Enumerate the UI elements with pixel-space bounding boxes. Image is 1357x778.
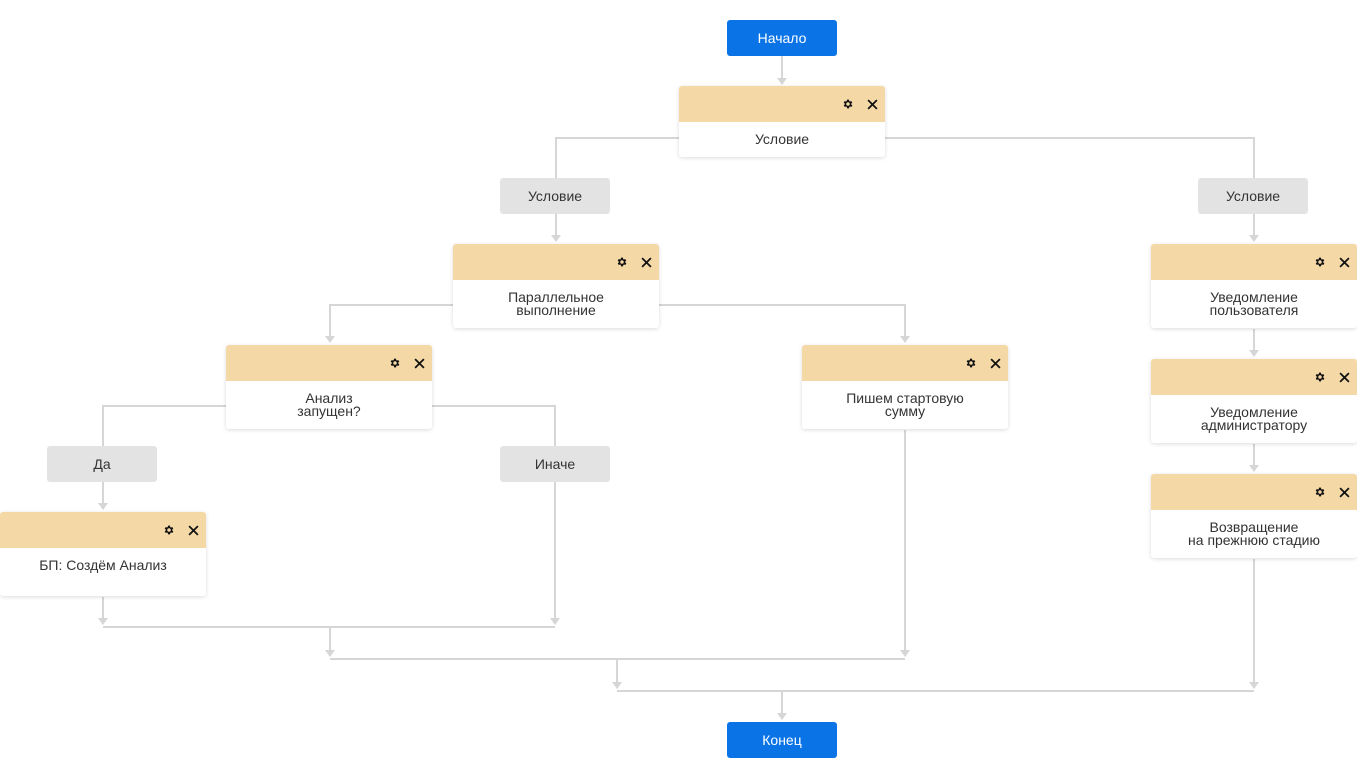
gear-icon[interactable] (964, 356, 978, 370)
block-header (802, 345, 1008, 381)
close-icon[interactable] (186, 523, 200, 537)
block-label: Уведомление администратору (1200, 404, 1308, 433)
block-header (226, 345, 432, 381)
workflow-block-start-sum[interactable]: Пишем стартовую сумму (802, 345, 1008, 429)
branch-label-else[interactable]: Иначе (500, 446, 610, 482)
branch-label-yes[interactable]: Да (47, 446, 157, 482)
block-label: Возвращение на прежнюю стадию (1188, 519, 1320, 548)
close-icon[interactable] (412, 356, 426, 370)
block-header (0, 512, 206, 548)
block-header (1151, 359, 1357, 395)
gear-icon[interactable] (162, 523, 176, 537)
block-label: Пишем стартовую сумму (846, 390, 964, 419)
block-header (1151, 244, 1357, 280)
workflow-block-notify-user[interactable]: Уведомление пользователя (1151, 244, 1357, 328)
block-header (1151, 474, 1357, 510)
close-icon[interactable] (1337, 485, 1351, 499)
close-icon[interactable] (865, 97, 879, 111)
branch-label-left-condition[interactable]: Условие (500, 178, 610, 214)
workflow-block-return-stage[interactable]: Возвращение на прежнюю стадию (1151, 474, 1357, 558)
close-icon[interactable] (1337, 255, 1351, 269)
block-label: Параллельное выполнение (508, 289, 604, 318)
branch-label-right-condition[interactable]: Условие (1198, 178, 1308, 214)
block-label: Условие (754, 131, 810, 147)
block-header (679, 86, 885, 122)
workflow-block-condition[interactable]: Условие (679, 86, 885, 157)
gear-icon[interactable] (1313, 255, 1327, 269)
close-icon[interactable] (1337, 370, 1351, 384)
close-icon[interactable] (639, 255, 653, 269)
close-icon[interactable] (988, 356, 1002, 370)
workflow-block-create-analysis[interactable]: БП: Создём Анализ (0, 512, 206, 596)
block-label: БП: Создём Анализ (39, 557, 167, 573)
workflow-block-analysis-check[interactable]: Анализ запущен? (226, 345, 432, 429)
gear-icon[interactable] (1313, 485, 1327, 499)
gear-icon[interactable] (615, 255, 629, 269)
gear-icon[interactable] (1313, 370, 1327, 384)
block-label: Анализ запущен? (297, 390, 361, 419)
start-node[interactable]: Начало (727, 20, 837, 56)
gear-icon[interactable] (388, 356, 402, 370)
end-node[interactable]: Конец (727, 722, 837, 758)
workflow-block-notify-admin[interactable]: Уведомление администратору (1151, 359, 1357, 443)
block-label: Уведомление пользователя (1209, 289, 1299, 318)
block-header (453, 244, 659, 280)
workflow-block-parallel[interactable]: Параллельное выполнение (453, 244, 659, 328)
gear-icon[interactable] (841, 97, 855, 111)
